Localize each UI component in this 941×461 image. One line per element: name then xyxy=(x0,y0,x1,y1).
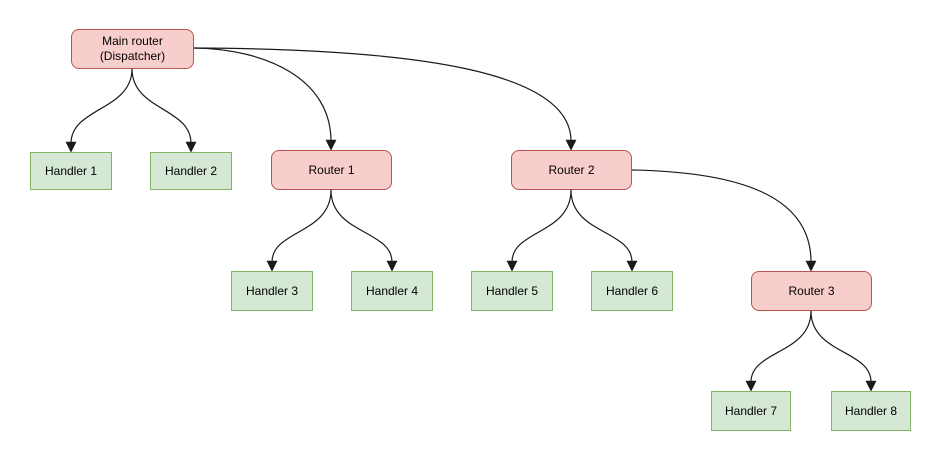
node-label-handler-5: Handler 5 xyxy=(485,283,539,298)
edge-router-2-to-handler-6 xyxy=(570,189,638,272)
edge-main-to-router-1-arrowhead xyxy=(325,139,337,151)
node-router-3[interactable]: Router 3 xyxy=(751,271,872,311)
node-label-handler-1: Handler 1 xyxy=(44,163,98,178)
edge-main-to-handler-2 xyxy=(131,68,197,153)
node-label-handler-8: Handler 8 xyxy=(844,403,898,418)
node-label-handler-3: Handler 3 xyxy=(245,283,299,298)
edge-router-2-to-handler-5 xyxy=(506,189,572,272)
edge-router-2-to-router-3-arrowhead xyxy=(805,260,817,272)
node-label-handler-6: Handler 6 xyxy=(605,283,659,298)
edge-main-to-router-2-arrowhead xyxy=(565,139,577,151)
edge-main-to-handler-1 xyxy=(65,68,133,153)
edge-router-1-to-handler-4-line xyxy=(330,189,393,263)
node-label-handler-2: Handler 2 xyxy=(164,163,218,178)
node-handler-2[interactable]: Handler 2 xyxy=(150,152,232,190)
edge-router-2-to-router-3-line xyxy=(631,169,812,263)
node-handler-3[interactable]: Handler 3 xyxy=(231,271,313,311)
edge-main-to-router-1 xyxy=(193,47,337,151)
edge-router-1-to-handler-3 xyxy=(266,189,332,272)
node-handler-4[interactable]: Handler 4 xyxy=(351,271,433,311)
edge-router-3-to-handler-7-arrowhead xyxy=(745,380,757,392)
node-handler-5[interactable]: Handler 5 xyxy=(471,271,553,311)
edge-router-2-to-handler-5-line xyxy=(511,189,572,263)
node-router-1[interactable]: Router 1 xyxy=(271,150,392,190)
node-label-handler-4: Handler 4 xyxy=(365,283,419,298)
edge-router-3-to-handler-8 xyxy=(810,310,877,392)
node-router-2[interactable]: Router 2 xyxy=(511,150,632,190)
node-handler-6[interactable]: Handler 6 xyxy=(591,271,673,311)
edge-router-1-to-handler-4-arrowhead xyxy=(386,260,398,272)
node-handler-8[interactable]: Handler 8 xyxy=(831,391,911,431)
edge-router-3-to-handler-8-arrowhead xyxy=(865,380,877,392)
node-label-router-1: Router 1 xyxy=(308,162,355,177)
edge-main-to-router-2 xyxy=(193,47,577,151)
edge-router-1-to-handler-3-line xyxy=(271,189,332,263)
edge-router-3-to-handler-7-line xyxy=(750,310,812,383)
edge-router-2-to-handler-5-arrowhead xyxy=(506,260,518,272)
edge-main-to-handler-2-arrowhead xyxy=(185,141,197,153)
edge-main-to-handler-1-arrowhead xyxy=(65,141,77,153)
edge-router-2-to-handler-6-line xyxy=(570,189,633,263)
edge-router-2-to-router-3 xyxy=(631,169,817,272)
edge-main-to-handler-2-line xyxy=(131,68,192,144)
edge-router-1-to-handler-4 xyxy=(330,189,398,272)
edge-router-1-to-handler-3-arrowhead xyxy=(266,260,278,272)
node-label-router-3: Router 3 xyxy=(788,283,835,298)
node-label-router-2: Router 2 xyxy=(548,162,595,177)
edge-router-3-to-handler-7 xyxy=(745,310,812,392)
edge-main-to-router-2-line xyxy=(193,47,572,142)
edge-router-3-to-handler-8-line xyxy=(810,310,872,383)
node-handler-1[interactable]: Handler 1 xyxy=(30,152,112,190)
node-label-main-router: Main router (Dispatcher) xyxy=(99,34,166,63)
edge-router-2-to-handler-6-arrowhead xyxy=(626,260,638,272)
node-handler-7[interactable]: Handler 7 xyxy=(711,391,791,431)
edge-main-to-router-1-line xyxy=(193,47,332,142)
node-main-router[interactable]: Main router (Dispatcher) xyxy=(71,29,194,69)
edge-main-to-handler-1-line xyxy=(70,68,133,144)
node-label-handler-7: Handler 7 xyxy=(724,403,778,418)
